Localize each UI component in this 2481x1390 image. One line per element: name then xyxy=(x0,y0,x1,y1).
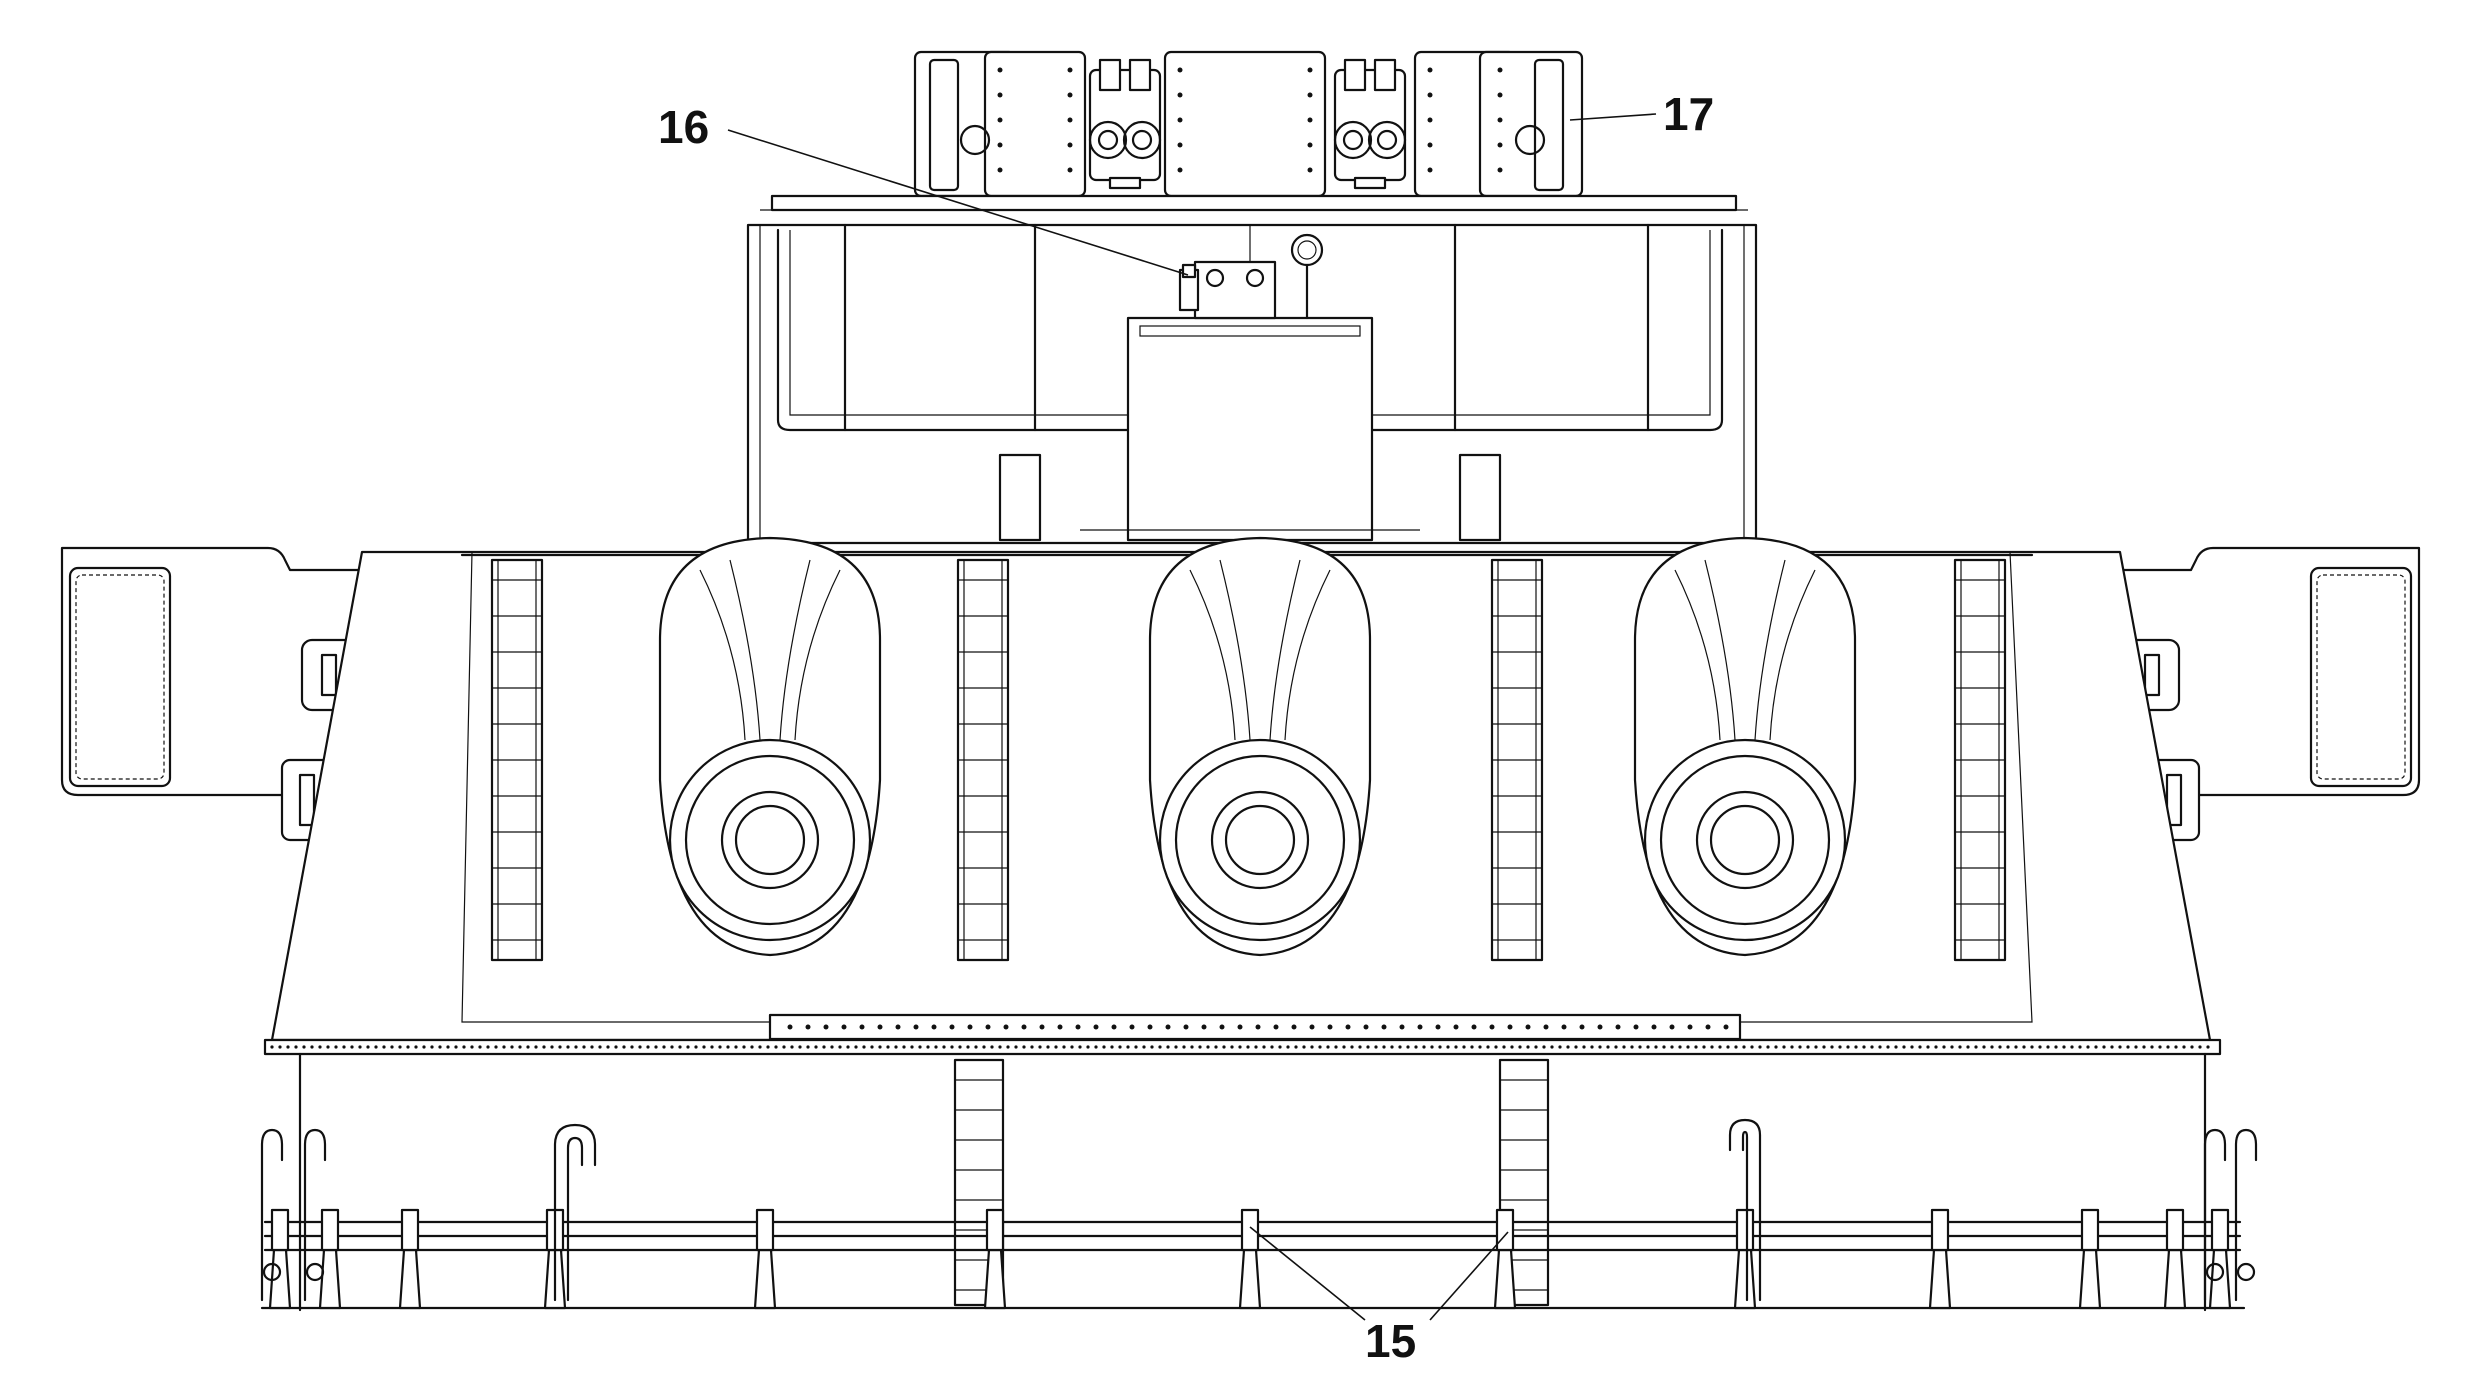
callout-17: 17 xyxy=(1569,88,1714,140)
hook-post xyxy=(260,1128,284,1302)
rail-post xyxy=(318,1208,342,1310)
rail-post xyxy=(1928,1208,1952,1310)
leader-line-15a xyxy=(1249,1226,1366,1321)
top-equipment-assembly xyxy=(760,50,1748,212)
rail-post xyxy=(1238,1208,1262,1310)
leader-line-15b xyxy=(1429,1231,1509,1321)
rail-post xyxy=(753,1208,777,1310)
undercarriage xyxy=(260,1052,2258,1312)
drum-center xyxy=(1148,536,1372,957)
leader-line-17 xyxy=(1569,113,1657,121)
cab-frame xyxy=(746,223,1758,545)
leader-line-16 xyxy=(727,129,1189,276)
callout-15: 15 xyxy=(1249,1226,1509,1367)
main-body xyxy=(60,536,2421,1056)
rail-post xyxy=(2163,1208,2187,1310)
hydraulic-unit-right xyxy=(1333,58,1407,190)
rail-post xyxy=(1733,1208,1757,1310)
rail-post xyxy=(398,1208,422,1310)
drum-right xyxy=(1633,536,1857,957)
callout-label-15: 15 xyxy=(1365,1315,1416,1367)
hydraulic-unit-left xyxy=(1088,58,1162,190)
callout-label-16: 16 xyxy=(658,101,709,153)
hook-post xyxy=(303,1128,327,1302)
callout-16: 16 xyxy=(658,101,1189,276)
rail-post xyxy=(983,1208,1007,1310)
rail-post xyxy=(2208,1208,2232,1310)
hook-post xyxy=(2234,1128,2258,1302)
rail-post xyxy=(2078,1208,2102,1310)
rail-post xyxy=(268,1208,292,1310)
callout-label-17: 17 xyxy=(1663,88,1714,140)
drum-left xyxy=(658,536,882,957)
rail-post xyxy=(1493,1208,1517,1310)
hook-post xyxy=(2203,1128,2227,1302)
